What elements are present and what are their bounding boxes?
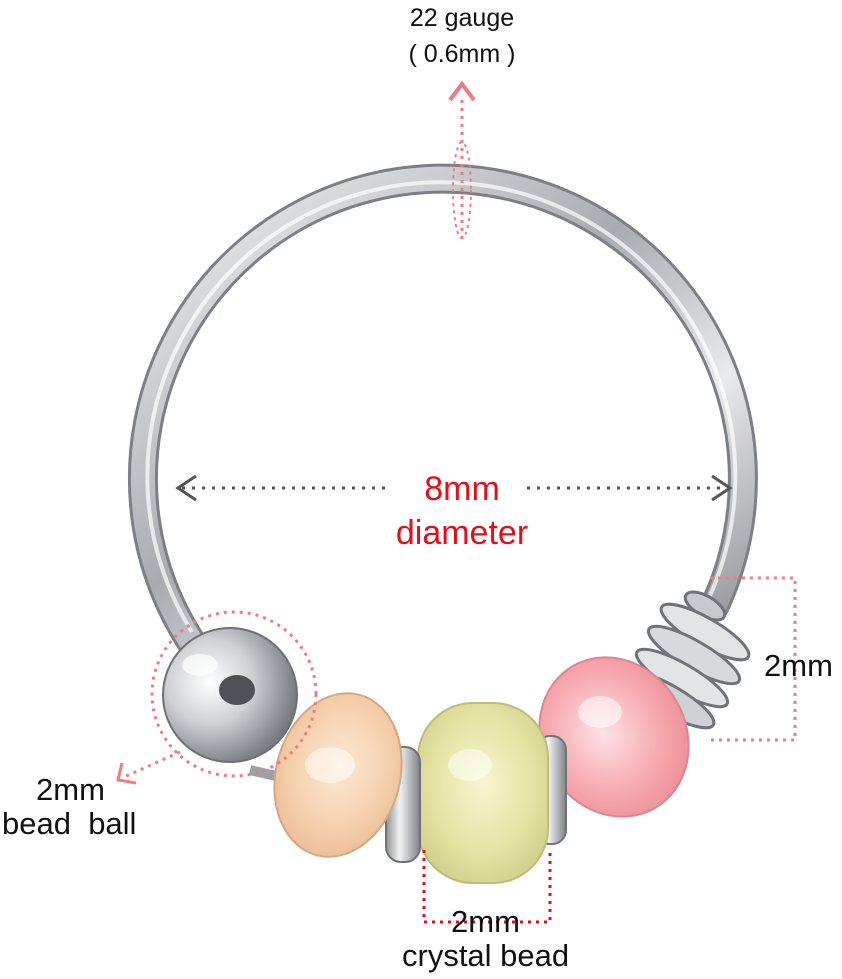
diameter-value: 8mm [424,470,500,508]
diameter-arrows [175,474,733,502]
gauge-indicator [448,80,476,240]
crystal-bead-bracket [422,850,552,924]
ball-indicator [116,610,318,785]
steel-ball [162,627,298,763]
ball-label: bead ball [2,806,137,841]
bead-height-label: 2mm [764,648,833,683]
gauge-mm-label: ( 0.6mm ) [408,40,516,68]
crystal-label: crystal bead [402,938,570,973]
ball-size-label: 2mm [36,772,105,807]
bead-height-bracket [710,576,797,742]
diameter-label: diameter [395,514,529,552]
yellow-crystal-bead [417,702,549,884]
crystal-size-label: 2mm [451,904,520,939]
gauge-label: 22 gauge [409,4,515,32]
